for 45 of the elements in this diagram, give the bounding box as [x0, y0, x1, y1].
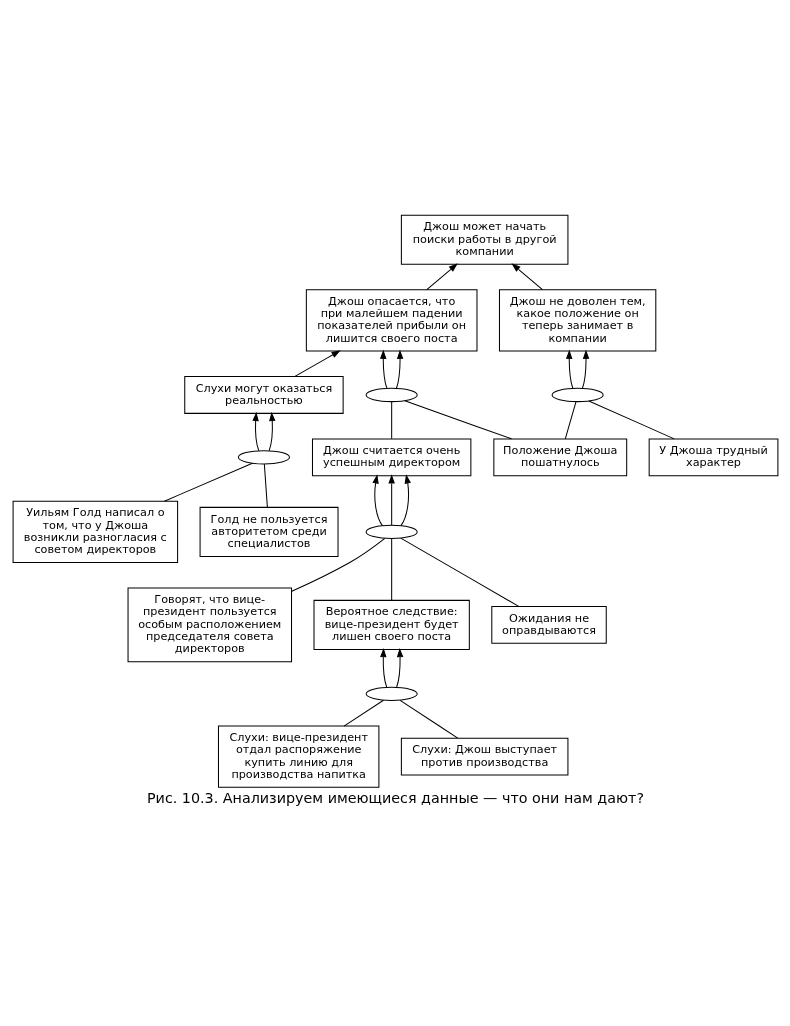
- connector: [390, 538, 392, 601]
- connector: [263, 463, 268, 508]
- node-ellipse: [237, 450, 290, 465]
- node-box: Ожидания не оправдываются: [490, 606, 607, 644]
- node-ellipse: [365, 387, 418, 403]
- connector: [343, 699, 384, 727]
- node-ellipse: [365, 686, 418, 701]
- connector: [390, 401, 392, 440]
- arrow: [395, 349, 403, 389]
- arrow: [581, 349, 589, 389]
- node-box: Джош опасается, что при малейшем падении показателей прибыли он лишится своего поста: [305, 289, 477, 352]
- node-box: Голд не пользуется авторитетом среди специалистов: [199, 506, 339, 557]
- arrow: [268, 411, 275, 452]
- node-ellipse: [551, 387, 604, 403]
- connector: [399, 537, 519, 607]
- node-box: Слухи: Джош выступает против производства: [400, 737, 568, 776]
- node-box: Слухи могут оказаться реальностью: [183, 376, 344, 414]
- connector: [290, 537, 385, 592]
- node-box: Положение Джоша пошатнулось: [492, 438, 627, 477]
- connector: [163, 462, 253, 502]
- node-ellipse: [365, 524, 418, 540]
- connector: [403, 400, 512, 440]
- connector: [399, 699, 458, 739]
- arrow: [565, 349, 573, 389]
- arrow: [387, 474, 395, 526]
- arrow: [379, 349, 387, 389]
- arrow: [395, 647, 403, 688]
- caption: Рис. 10.3. Анализируем имеющиеся данные — что они нам дают?: [146, 789, 644, 806]
- node-box: Джош может начать поиски работы в другой компании: [400, 214, 568, 265]
- arrow: [510, 263, 543, 291]
- node-box: Слухи: вице-президент отдал распоряжение купить линию для производства напитка: [217, 725, 379, 788]
- arrow: [251, 411, 259, 452]
- node-box: Джош не доволен тем, какое положение он теперь занимает в компании: [498, 289, 656, 352]
- node-box: Джош считается очень успешным директором: [311, 438, 471, 477]
- node-box: Вероятное следствие: вице-президент будет лишен своего поста: [313, 599, 470, 650]
- node-box: Уильям Голд написал о том, что у Джоша возникли разногласия с советом директоров: [12, 500, 178, 564]
- arrow: [379, 647, 387, 688]
- connector: [564, 401, 576, 440]
- arrow: [399, 474, 411, 527]
- connector: [587, 400, 675, 440]
- node-box: Говорят, что вице-президент пользуется особым расположением председателя совета директоров: [127, 587, 292, 663]
- arrow: [293, 350, 341, 378]
- node-box: У Джоша трудный характер: [648, 438, 778, 477]
- arrow: [371, 474, 383, 527]
- arrow: [425, 263, 458, 291]
